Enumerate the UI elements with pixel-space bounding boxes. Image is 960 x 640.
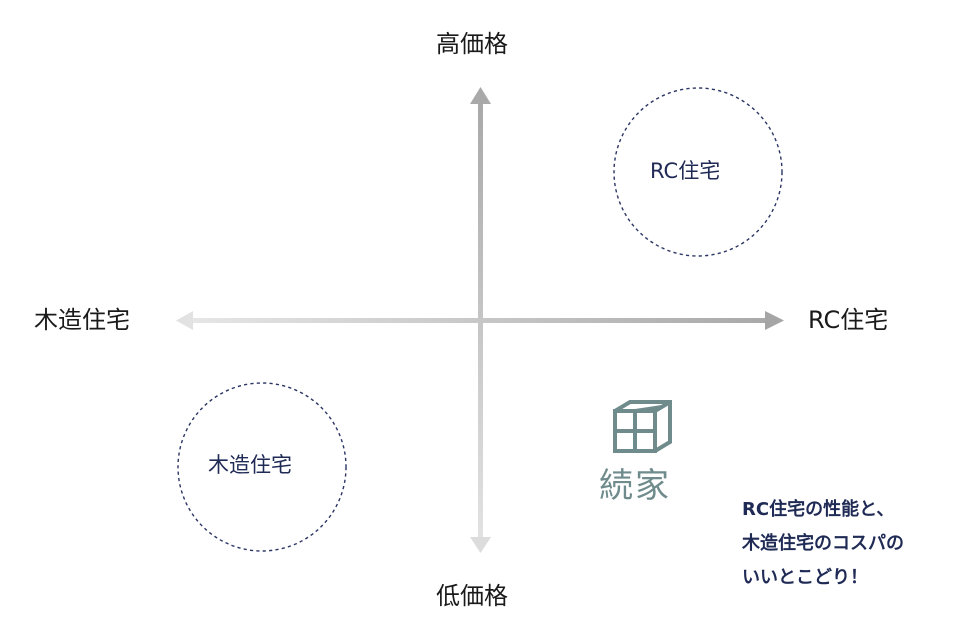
arrow-down-icon: [470, 537, 491, 553]
axis-label-rc-house: RC住宅: [808, 306, 889, 334]
wireframe-cube-icon: [613, 400, 672, 453]
circle-wood-region: [177, 382, 347, 552]
arrow-right-icon: [765, 311, 784, 330]
region-label-wooden-house: 木造住宅: [208, 453, 292, 477]
vertical-axis: [470, 87, 491, 553]
arrow-left-icon: [176, 311, 193, 330]
axis-label-low-price: 低価格: [436, 582, 508, 610]
axis-label-high-price: 高価格: [436, 30, 508, 58]
axis-label-wooden-house: 木造住宅: [34, 306, 130, 334]
logo-wordmark: 続家: [599, 466, 671, 506]
tagline-line: RC住宅の性能と、: [742, 499, 895, 520]
tagline-line: いいとこどり！: [742, 567, 868, 588]
arrow-up-icon: [470, 87, 491, 104]
region-label-rc-house: RC住宅: [650, 159, 721, 183]
circle-rc-region: [613, 87, 783, 257]
tagline: RC住宅の性能と、 木造住宅のコスパの いいとこどり！: [742, 493, 958, 595]
tagline-line: 木造住宅のコスパの: [742, 533, 904, 554]
